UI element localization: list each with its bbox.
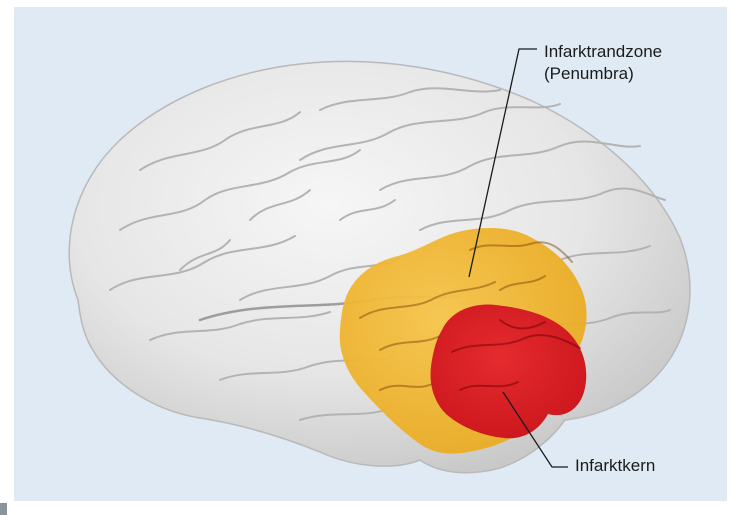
penumbra-label-line1: Infarktrandzone xyxy=(544,41,662,63)
core-label: Infarktkern xyxy=(575,455,655,477)
penumbra-label-line2: (Penumbra) xyxy=(544,63,662,85)
corner-mark xyxy=(0,503,7,515)
penumbra-label: Infarktrandzone (Penumbra) xyxy=(544,41,662,85)
